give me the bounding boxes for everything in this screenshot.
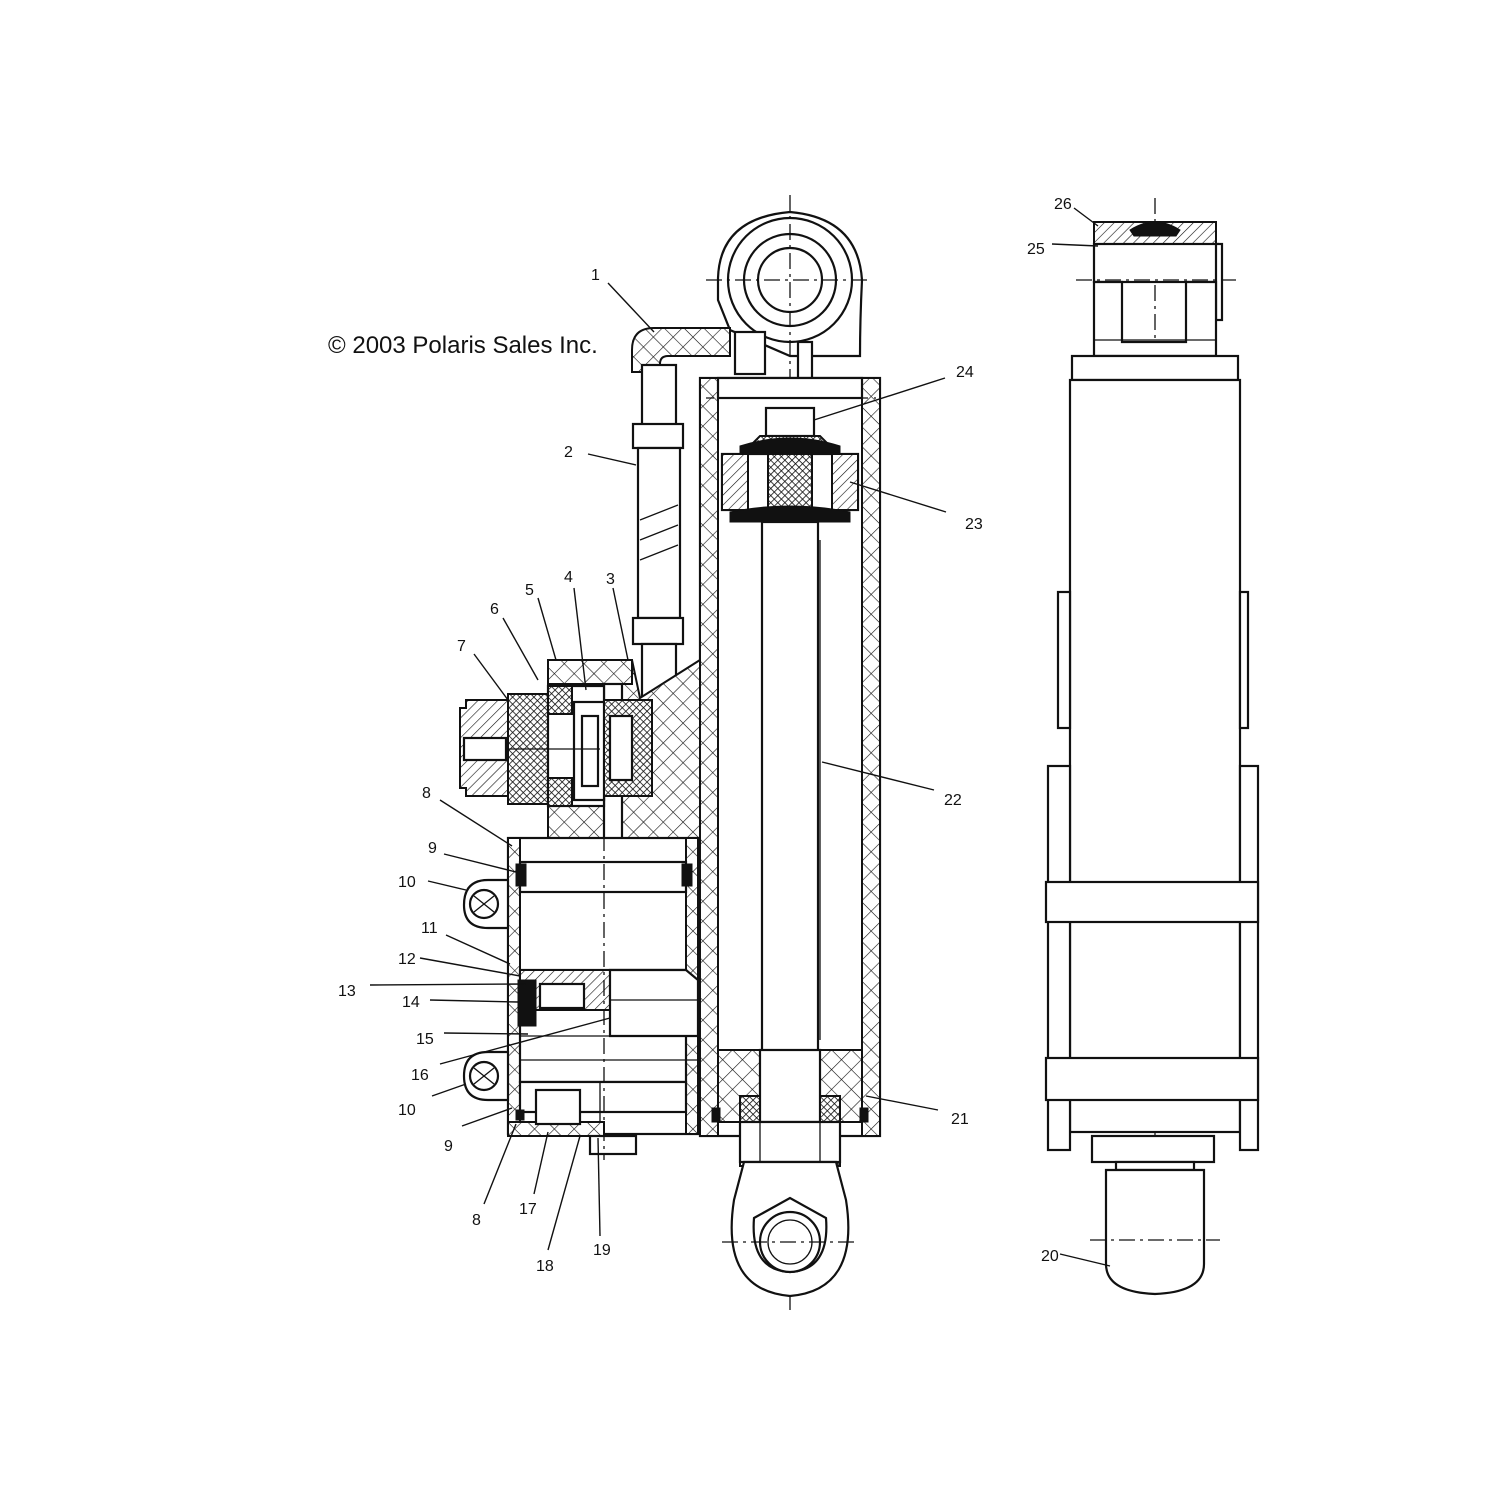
callout-8-lower: 8: [472, 1212, 481, 1229]
callout-26: 26: [1054, 196, 1072, 213]
callout-3: 3: [606, 571, 615, 588]
callout-12: 12: [398, 951, 416, 968]
hose-nut-lower: [631, 616, 685, 646]
piston-upper-shim: [739, 437, 841, 455]
callout-1: 1: [591, 267, 600, 284]
callout-10-upper: 10: [398, 874, 416, 891]
callout-9-upper: 9: [428, 840, 437, 857]
cylinder-wall-left: [699, 377, 719, 1137]
callout-15: 15: [416, 1031, 434, 1048]
piston-nut: [764, 406, 816, 438]
callout-6: 6: [490, 601, 499, 618]
cylinder-wall-right: [861, 377, 881, 1137]
o-ring-upper-left: [515, 863, 527, 887]
side-main-tube: [1068, 378, 1242, 1134]
top-stem: [796, 340, 814, 384]
callout-25: 25: [1027, 241, 1045, 258]
callout-17: 17: [519, 1201, 537, 1218]
side-bottom-eye: [1104, 1168, 1206, 1296]
callout-16: 16: [411, 1067, 429, 1084]
callout-9-lower: 9: [444, 1138, 453, 1155]
callout-13: 13: [338, 983, 356, 1000]
side-clamp-band-lower: [1044, 1056, 1260, 1102]
hose-nut-upper: [631, 422, 685, 450]
callout-4: 4: [564, 569, 573, 586]
callout-2: 2: [564, 444, 573, 461]
o-ring-upper-right: [681, 863, 693, 887]
elbow-nut: [733, 330, 767, 376]
callout-23: 23: [965, 516, 983, 533]
callout-5: 5: [525, 582, 534, 599]
valve-cap: [547, 659, 633, 685]
floating-piston-seal: [517, 979, 537, 1027]
callout-labels: 1 2 3 4 5 6 7 8 9 10 11 12 13 14 15 16 1…: [338, 196, 1072, 1275]
callout-8-upper: 8: [422, 785, 431, 802]
side-clamp-band-upper: [1044, 880, 1260, 924]
hose-fitting-upper: [640, 363, 678, 427]
hose-elbow: [631, 327, 731, 373]
schrader-valve: [588, 1134, 638, 1156]
callout-20: 20: [1041, 1248, 1059, 1265]
callout-22: 22: [944, 792, 962, 809]
leader-lines: [369, 207, 1111, 1267]
hose-clamp-lower: [462, 1050, 510, 1102]
shock-section-view: [459, 195, 882, 1310]
shock-side-view: [1044, 198, 1260, 1296]
piston-lower-shim: [729, 505, 851, 523]
callout-19: 19: [593, 1242, 611, 1259]
callout-7: 7: [457, 638, 466, 655]
seal-nut: [738, 1120, 842, 1164]
callout-24: 24: [956, 364, 974, 381]
callout-18: 18: [536, 1258, 554, 1275]
callout-21: 21: [951, 1111, 969, 1128]
callout-14: 14: [402, 994, 420, 1011]
hose-clamp-upper: [462, 878, 510, 930]
callout-10-lower: 10: [398, 1102, 416, 1119]
copyright-notice: © 2003 Polaris Sales Inc.: [328, 332, 598, 359]
callout-11: 11: [421, 920, 438, 937]
